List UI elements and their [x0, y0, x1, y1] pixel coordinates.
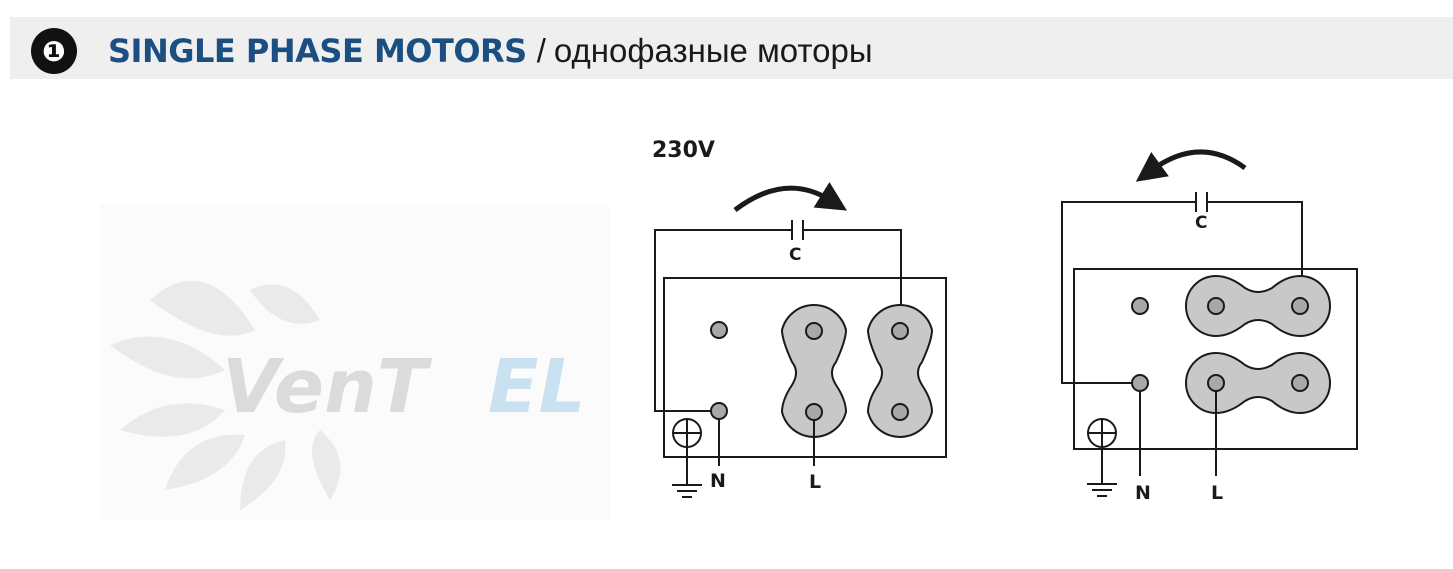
rotation-arrow-clockwise: [733, 181, 847, 212]
title-separator: /: [536, 32, 546, 69]
terminal-pin: [1291, 297, 1309, 315]
logo-text-accent: EL: [488, 344, 586, 430]
terminal-link-bridge-bottom: [1185, 351, 1331, 415]
terminal-pin: [1207, 374, 1225, 392]
page-title: SINGLE PHASE MOTORS / однофазные моторы: [108, 28, 873, 74]
terminal-pin: [891, 403, 909, 421]
rotation-arrow-counterclockwise: [1135, 149, 1247, 182]
terminal-pin: [710, 321, 728, 339]
wire-capacitor-to-terminal: [1207, 201, 1303, 306]
terminal-pin: [891, 322, 909, 340]
fan-icon: [110, 280, 341, 510]
line-label: L: [1211, 482, 1223, 504]
terminal-link-bridge-right: [866, 304, 934, 438]
neutral-label: N: [1135, 482, 1151, 504]
line-label: L: [809, 471, 821, 493]
diagram-2: C N L: [1061, 149, 1358, 504]
terminal-pin: [710, 402, 728, 420]
terminal-pin: [805, 322, 823, 340]
logo-text-main: VenT: [222, 344, 433, 430]
wire-neutral-to-capacitor: [654, 229, 792, 412]
diagram-1: 230V C N L: [652, 138, 947, 498]
neutral-label: N: [710, 470, 726, 492]
terminal-pin: [1131, 297, 1149, 315]
terminal-pin: [1131, 374, 1149, 392]
terminal-link-bridge-top: [1185, 274, 1331, 338]
ventel-watermark-logo: VenT EL: [100, 205, 610, 520]
terminal-box: [663, 277, 947, 458]
terminal-pin: [805, 403, 823, 421]
terminal-pin: [1291, 374, 1309, 392]
voltage-label: 230V: [652, 138, 715, 163]
terminal-pin: [1207, 297, 1225, 315]
step-number-badge: ❶: [31, 28, 77, 74]
capacitor-label: C: [789, 245, 801, 265]
title-english: SINGLE PHASE MOTORS: [108, 32, 527, 70]
wire-neutral-to-capacitor: [1061, 201, 1196, 384]
wire-capacitor-to-terminal: [803, 229, 902, 331]
capacitor-label: C: [1195, 213, 1207, 233]
header-bar: [10, 17, 1453, 79]
title-russian: однофазные моторы: [553, 32, 873, 69]
terminal-link-bridge-left: [780, 304, 848, 438]
